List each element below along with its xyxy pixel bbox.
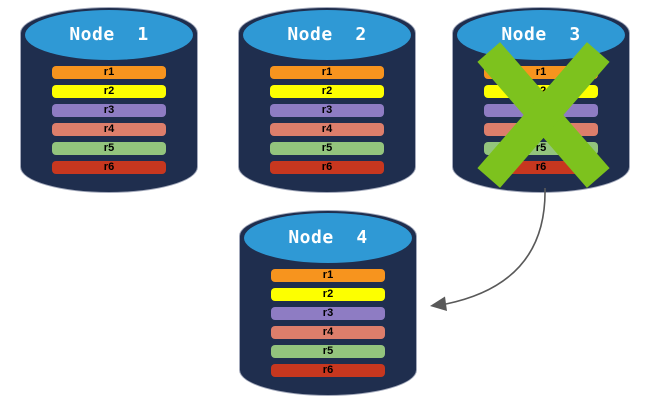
node-1: Node 1 r1 r2 r3 r4 r5 r6 bbox=[20, 7, 198, 193]
replica-row-r4: r4 bbox=[52, 123, 166, 136]
replica-row-r6: r6 bbox=[270, 161, 384, 174]
node-4-label: Node 4 bbox=[288, 227, 368, 248]
cylinder-top bbox=[244, 213, 412, 263]
replica-row-r2: r2 bbox=[270, 85, 384, 98]
replication-arrow-line bbox=[445, 187, 546, 305]
replica-row-r3: r3 bbox=[271, 307, 385, 320]
replica-row-r5: r5 bbox=[271, 345, 385, 358]
node-4-replica-rows: r1 r2 r3 r4 r5 r6 bbox=[271, 269, 385, 377]
node-1-replica-rows: r1 r2 r3 r4 r5 r6 bbox=[52, 66, 166, 174]
node-1-label: Node 1 bbox=[69, 24, 149, 45]
replica-row-r3: r3 bbox=[52, 104, 166, 117]
failure-x-icon bbox=[477, 41, 610, 188]
node-3: Node 3 r1 r2 r3 r4 r5 r6 bbox=[452, 7, 630, 193]
replica-row-r3: r3 bbox=[270, 104, 384, 117]
replica-row-r1: r1 bbox=[270, 66, 384, 79]
replica-row-r6: r6 bbox=[271, 364, 385, 377]
replica-row-r1: r1 bbox=[271, 269, 385, 282]
replica-row-r5: r5 bbox=[270, 142, 384, 155]
replica-row-r4: r4 bbox=[270, 123, 384, 136]
node-3-label: Node 3 bbox=[501, 24, 581, 45]
cylinder-top bbox=[25, 10, 193, 60]
replica-row-r4: r4 bbox=[271, 326, 385, 339]
node-2-label: Node 2 bbox=[287, 24, 367, 45]
node-2-replica-rows: r1 r2 r3 r4 r5 r6 bbox=[270, 66, 384, 174]
replica-row-r2: r2 bbox=[52, 85, 166, 98]
node-2: Node 2 r1 r2 r3 r4 r5 r6 bbox=[238, 7, 416, 193]
replica-row-r1: r1 bbox=[52, 66, 166, 79]
replica-row-r5: r5 bbox=[52, 142, 166, 155]
cylinder-top bbox=[243, 10, 411, 60]
replica-row-r6: r6 bbox=[52, 161, 166, 174]
replica-row-r2: r2 bbox=[271, 288, 385, 301]
node-4: Node 4 r1 r2 r3 r4 r5 r6 bbox=[239, 210, 417, 396]
replication-arrow-head bbox=[430, 296, 447, 311]
